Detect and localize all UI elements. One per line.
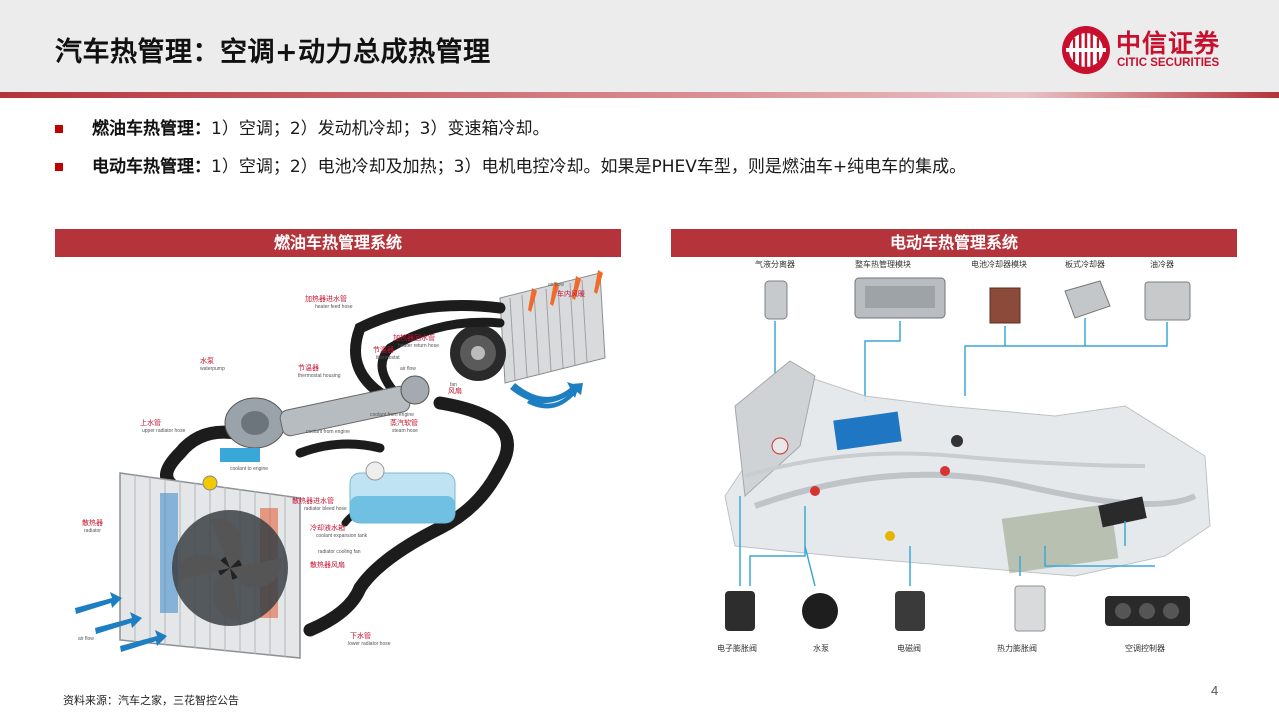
radiator-fan <box>172 510 288 626</box>
label-steam-hose-cn: 蒸汽软管 <box>390 418 418 427</box>
page-title: 汽车热管理：空调+动力总成热管理 <box>55 37 491 68</box>
ev-bottom-components <box>725 585 1190 632</box>
bullet-body: 1）空调；2）发动机冷却；3）变速箱冷却。 <box>211 119 550 139</box>
label-electronic-expansion-valve: 电子膨胀阀 <box>717 643 757 653</box>
bullet-list: 燃油车热管理：1）空调；2）发动机冷却；3）变速箱冷却。 电动车热管理：1）空调… <box>55 116 1255 192</box>
bullet-item-ev: 电动车热管理：1）空调；2）电池冷却及加热；3）电机电控冷却。如果是PHEV车型… <box>55 154 1255 192</box>
label-water-pump: 水泵 <box>813 643 829 653</box>
bullet-square-icon <box>55 125 63 133</box>
label-cooling-fan-en: radiator cooling fan <box>318 549 361 555</box>
heater-core <box>499 272 606 384</box>
label-heater-feed-cn: 加热器进水管 <box>305 294 347 303</box>
label-airflow-mid-en: air flow <box>400 366 416 372</box>
label-thermal-expansion-valve: 热力膨胀阀 <box>997 643 1037 653</box>
label-airflow-top-cn: 车内风暖 <box>557 289 585 298</box>
source-note: 资料来源：汽车之家，三花智控公告 <box>63 694 239 707</box>
label-lower-hose-cn: 下水管 <box>350 631 371 640</box>
label-coolant-to-engine-en: coolant to engine <box>230 466 268 472</box>
label-airflow-top-en: air flow <box>548 282 564 288</box>
label-thermostat-top-en: thermostat <box>376 355 400 361</box>
intake-airflow-arrows <box>75 592 167 652</box>
label-coolant-from-engine-en: coolant from engine <box>370 412 414 418</box>
label-heater-return-cn: 加热器回水管 <box>393 333 435 342</box>
bullet-square-icon <box>55 163 63 171</box>
expansion-tank <box>349 461 456 524</box>
right-panel-title: 电动车热管理系统 <box>671 229 1237 257</box>
label-radiator-en: radiator <box>84 528 101 534</box>
bullet-text: 燃油车热管理：1）空调；2）发动机冷却；3）变速箱冷却。 <box>92 116 549 142</box>
label-radiator-cn: 散热器 <box>82 518 103 527</box>
citic-emblem-icon <box>1062 26 1110 74</box>
label-coolant-from-engine2-en: coolant from engine <box>306 429 350 435</box>
label-waterpump-en: waterpump <box>200 366 225 372</box>
ev-thermal-diagram: 气液分离器 整车热管理模块 电池冷却器模块 板式冷却器 油冷器 <box>695 256 1215 660</box>
label-steam-hose-en: steam hose <box>392 428 418 434</box>
label-heater-return-en: heater return hose <box>398 343 439 349</box>
label-plate-cooler: 板式冷却器 <box>1065 259 1105 269</box>
label-heater-feed-en: heater feed hose <box>315 304 353 310</box>
label-battery-chiller: 电池冷却器模块 <box>971 259 1027 269</box>
bullet-bold-lead: 电动车热管理： <box>92 157 211 177</box>
label-upper-hose-cn: 上水管 <box>140 418 161 427</box>
page-number: 4 <box>1211 683 1219 698</box>
label-airflow-bottom-en: air flow <box>78 636 94 642</box>
label-thermal-module: 整车热管理模块 <box>855 259 911 269</box>
bullet-body: 1）空调；2）电池冷却及加热；3）电机电控冷却。如果是PHEV车型，则是燃油车+… <box>211 157 967 177</box>
blower-fan <box>450 325 506 381</box>
ice-thermal-diagram: 加热器进水管 heater feed hose 加热器回水管 heater re… <box>60 268 620 660</box>
logo-english-name: CITIC SECURITIES <box>1117 57 1220 69</box>
label-fan-cn: 风扇 <box>448 386 462 395</box>
engine-pump-assembly <box>220 375 430 462</box>
ev-top-components <box>764 277 1191 324</box>
citic-logo: 中信证券 CITIC SECURITIES <box>1060 22 1250 78</box>
label-fan-en: fan <box>450 382 457 388</box>
label-cooling-fan-cn: 散热器风扇 <box>310 560 345 569</box>
label-thermostat-housing-en: thermostat housing <box>298 373 341 379</box>
label-solenoid-valve: 电磁阀 <box>897 643 921 653</box>
label-thermostat-housing-cn: 节温器 <box>298 363 319 372</box>
label-ac-controller: 空调控制器 <box>1125 643 1165 653</box>
ev-bottom-labels: 电子膨胀阀 水泵 电磁阀 热力膨胀阀 空调控制器 <box>717 643 1165 653</box>
left-panel-title: 燃油车热管理系统 <box>55 229 621 257</box>
label-gas-liquid-separator: 气液分离器 <box>755 259 795 269</box>
ev-bottom-connectors <box>739 496 1155 587</box>
ev-top-labels: 气液分离器 整车热管理模块 电池冷却器模块 板式冷却器 油冷器 <box>755 259 1174 269</box>
label-expansion-tank-cn: 冷却液水箱 <box>310 523 345 532</box>
label-upper-hose-en: upper radiator hose <box>142 428 186 434</box>
cabin-airflow-arrows <box>510 382 583 409</box>
bullet-bold-lead: 燃油车热管理： <box>92 119 211 139</box>
bullet-text: 电动车热管理：1）空调；2）电池冷却及加热；3）电机电控冷却。如果是PHEV车型… <box>92 154 966 180</box>
ice-labels: 加热器进水管 heater feed hose 加热器回水管 heater re… <box>78 282 585 647</box>
label-lower-hose-en: lower radiator hose <box>348 641 391 647</box>
logo-chinese-name: 中信证券 <box>1116 29 1221 58</box>
label-expansion-tank-en: coolant expansion tank <box>316 533 368 539</box>
label-bleed-hose-cn: 散热器进水管 <box>292 496 334 505</box>
header-rule-gradient <box>0 92 1279 98</box>
bullet-item-ice: 燃油车热管理：1）空调；2）发动机冷却；3）变速箱冷却。 <box>55 116 1255 154</box>
label-bleed-hose-en: radiator bleed hose <box>304 506 347 512</box>
hot-airflow-arrows <box>528 270 603 312</box>
label-waterpump-cn: 水泵 <box>200 356 214 365</box>
label-oil-cooler: 油冷器 <box>1150 259 1174 269</box>
ev-car-body <box>724 360 1211 577</box>
label-thermostat-top-cn: 节温器 <box>373 345 394 354</box>
